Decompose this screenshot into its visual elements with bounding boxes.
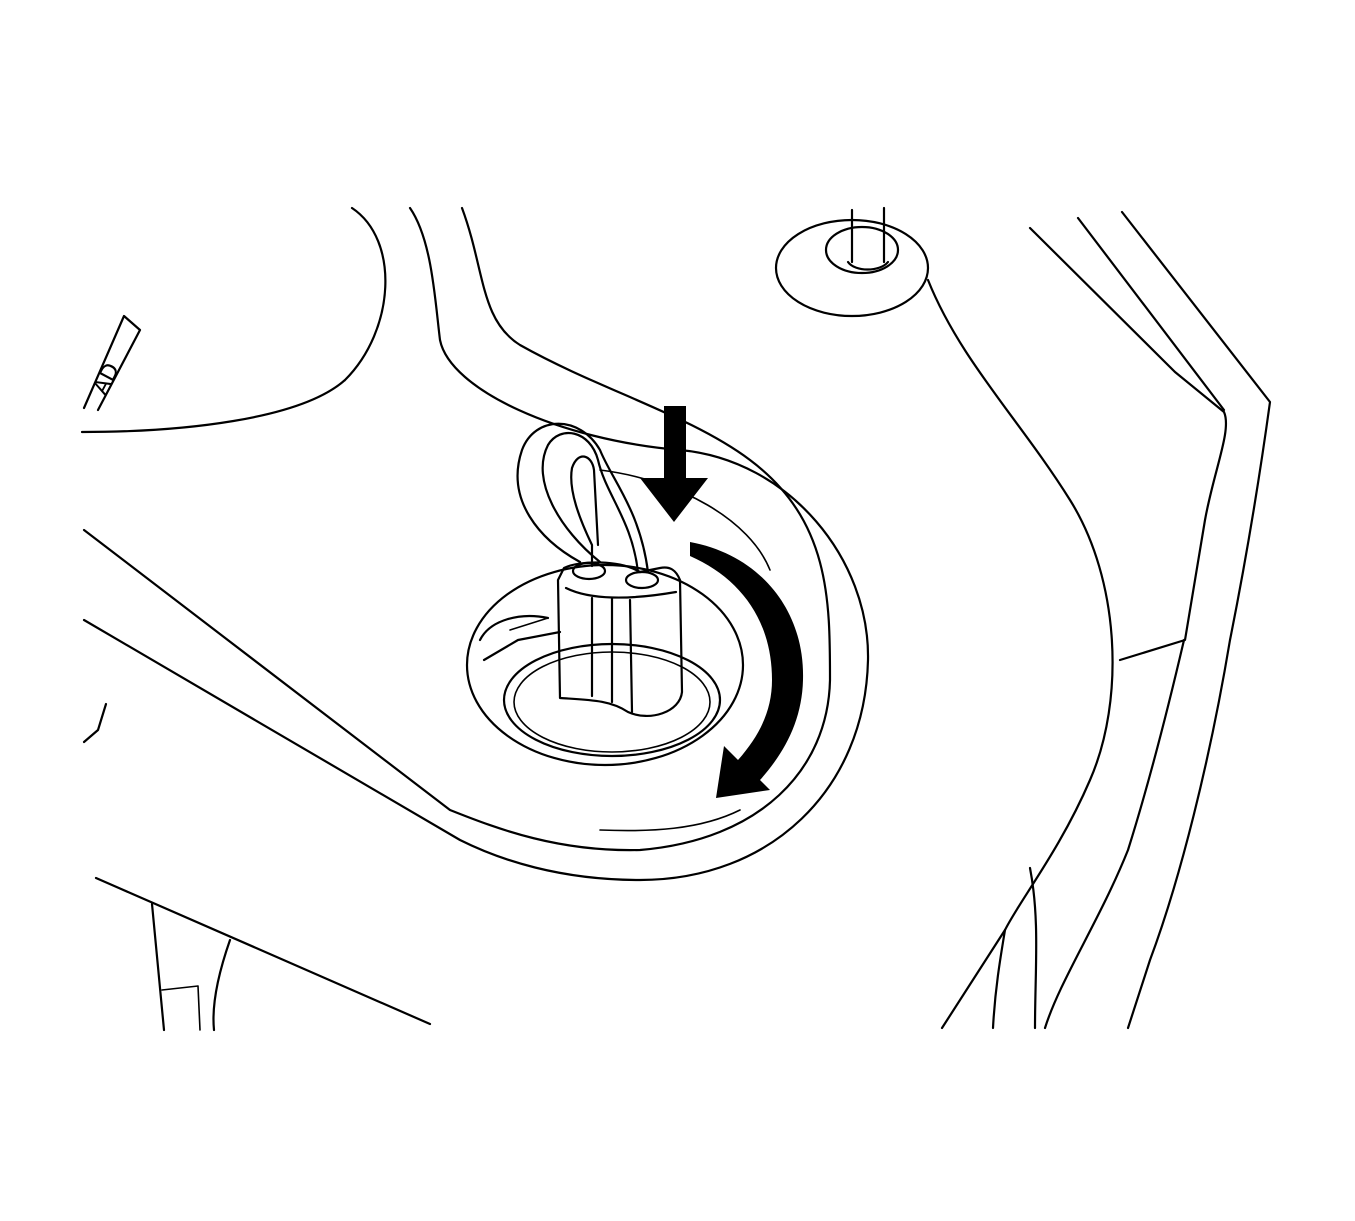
wiring-pigtail bbox=[516, 422, 650, 574]
panel-stamp-text: AD bbox=[88, 359, 125, 399]
arrow-down-icon bbox=[640, 406, 708, 522]
lower-left-panel bbox=[94, 876, 432, 1032]
mounting-stud bbox=[774, 206, 930, 318]
socket-opening bbox=[465, 563, 745, 767]
bulb-socket bbox=[556, 561, 684, 717]
right-body-panels bbox=[926, 210, 1272, 1030]
left-trim-panel: AD bbox=[80, 206, 387, 744]
lamp-housing bbox=[82, 206, 870, 882]
rotate-counterclockwise-arrow-icon bbox=[690, 542, 804, 798]
